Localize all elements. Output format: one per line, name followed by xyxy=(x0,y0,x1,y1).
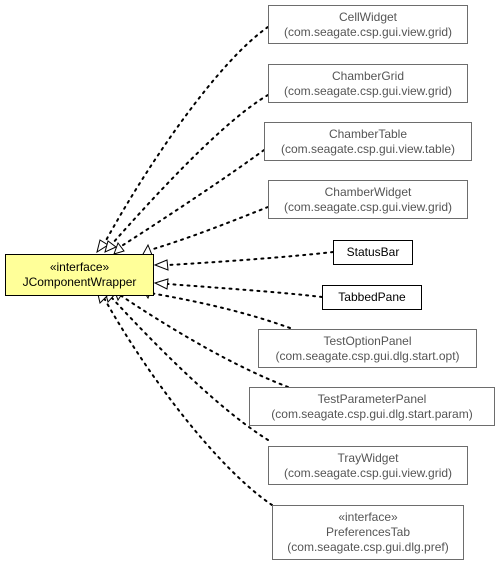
node-name: ChamberTable xyxy=(328,126,408,141)
class-node-tabbedpane[interactable]: TabbedPane xyxy=(322,285,422,310)
arrowhead-statusbar xyxy=(153,259,169,271)
arrowhead-tabbedpane xyxy=(153,278,169,290)
node-name: TabbedPane xyxy=(338,290,406,304)
node-name: TestParameterPanel xyxy=(317,391,427,406)
node-name: TrayWidget xyxy=(337,450,399,465)
node-package: (com.seagate.csp.gui.dlg.pref) xyxy=(287,540,449,554)
node-name: ChamberGrid xyxy=(331,68,405,83)
edge-chambertable xyxy=(119,149,265,248)
edge-traywidget xyxy=(111,297,269,441)
class-node-testoptionpanel[interactable]: TestOptionPanel (com.seagate.csp.gui.dlg… xyxy=(258,329,477,368)
edge-tabbedpane xyxy=(167,283,323,298)
class-node-statusbar[interactable]: StatusBar xyxy=(333,240,413,265)
root-interface-node[interactable]: «interface» JComponentWrapper xyxy=(5,254,154,296)
node-package: (com.seagate.csp.gui.dlg.start.opt) xyxy=(275,348,460,363)
node-name: PreferencesTab xyxy=(325,525,411,539)
edge-chamberwidget xyxy=(149,206,269,251)
root-stereotype: «interface» xyxy=(49,260,110,274)
arrowhead-chambertable xyxy=(113,241,125,255)
class-node-traywidget[interactable]: TrayWidget (com.seagate.csp.gui.view.gri… xyxy=(268,446,468,485)
arrowhead-cellwidget xyxy=(96,239,109,254)
node-stereotype: «interface» xyxy=(338,510,398,524)
node-name: StatusBar xyxy=(346,245,400,259)
node-package: (com.seagate.csp.gui.view.grid) xyxy=(283,83,453,98)
class-node-testparameterpanel[interactable]: TestParameterPanel (com.seagate.csp.gui.… xyxy=(249,387,495,426)
node-package: (com.seagate.csp.gui.view.grid) xyxy=(283,24,453,39)
node-package: (com.seagate.csp.gui.view.table) xyxy=(280,141,456,156)
node-package: (com.seagate.csp.gui.view.grid) xyxy=(283,199,453,214)
edge-cellwidget xyxy=(103,26,269,245)
node-name: CellWidget xyxy=(338,9,398,24)
arrowhead-chambergrid xyxy=(104,240,117,253)
edge-statusbar xyxy=(167,251,334,266)
edge-testoptionpanel xyxy=(149,292,291,329)
class-node-chambertable[interactable]: ChamberTable (com.seagate.csp.gui.view.t… xyxy=(264,122,472,161)
class-node-cellwidget[interactable]: CellWidget (com.seagate.csp.gui.view.gri… xyxy=(268,5,468,44)
interface-node-preferencestab[interactable]: «interface» PreferencesTab (com.seagate.… xyxy=(272,505,464,560)
node-name: ChamberWidget xyxy=(324,184,412,199)
node-package: (com.seagate.csp.gui.dlg.start.param) xyxy=(271,406,473,421)
edge-preferencestab xyxy=(103,297,273,506)
class-node-chamberwidget[interactable]: ChamberWidget (com.seagate.csp.gui.view.… xyxy=(268,180,468,219)
edge-chambergrid xyxy=(111,94,269,245)
root-name: JComponentWrapper xyxy=(22,275,137,289)
edge-testparameterpanel xyxy=(119,294,289,388)
node-name: TestOptionPanel xyxy=(323,333,412,348)
node-package: (com.seagate.csp.gui.view.grid) xyxy=(283,465,453,480)
class-node-chambergrid[interactable]: ChamberGrid (com.seagate.csp.gui.view.gr… xyxy=(268,64,468,103)
